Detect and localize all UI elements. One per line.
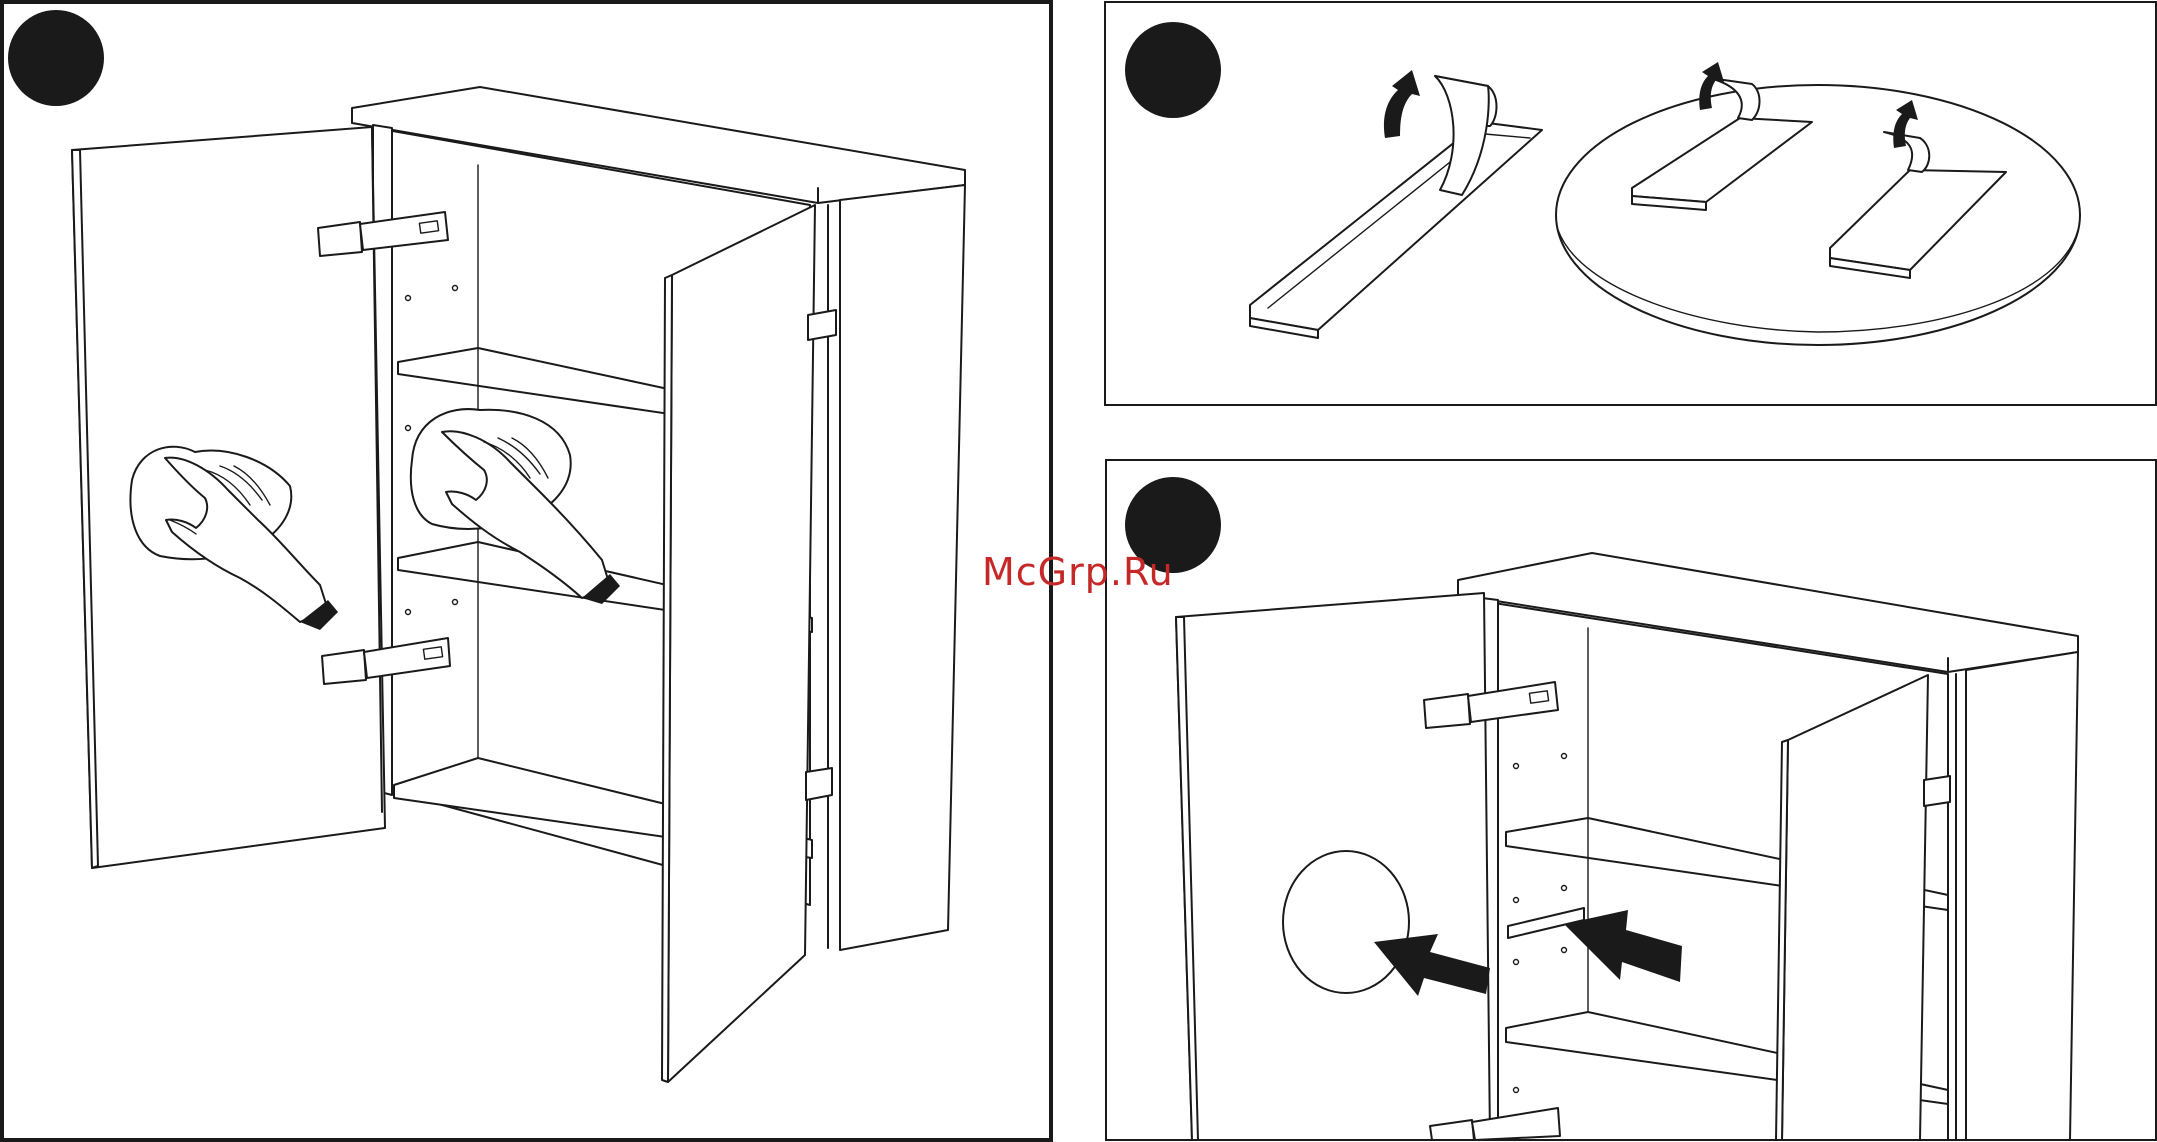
adhesive-strip-long <box>1250 70 1542 338</box>
round-mirror-with-pads <box>1556 62 2080 345</box>
panel-step-a <box>2 2 1051 1140</box>
watermark-text: McGrp.Ru <box>982 550 1174 594</box>
cabinet-right-door-a <box>662 205 836 1082</box>
step-marker-b <box>1125 22 1221 118</box>
step-marker-a <box>8 10 104 106</box>
panel-step-b <box>1105 2 2156 405</box>
cabinet-illustration-c <box>1458 553 2078 1140</box>
round-mirror-c <box>1283 851 1409 993</box>
panel-step-c <box>1106 460 2156 1140</box>
